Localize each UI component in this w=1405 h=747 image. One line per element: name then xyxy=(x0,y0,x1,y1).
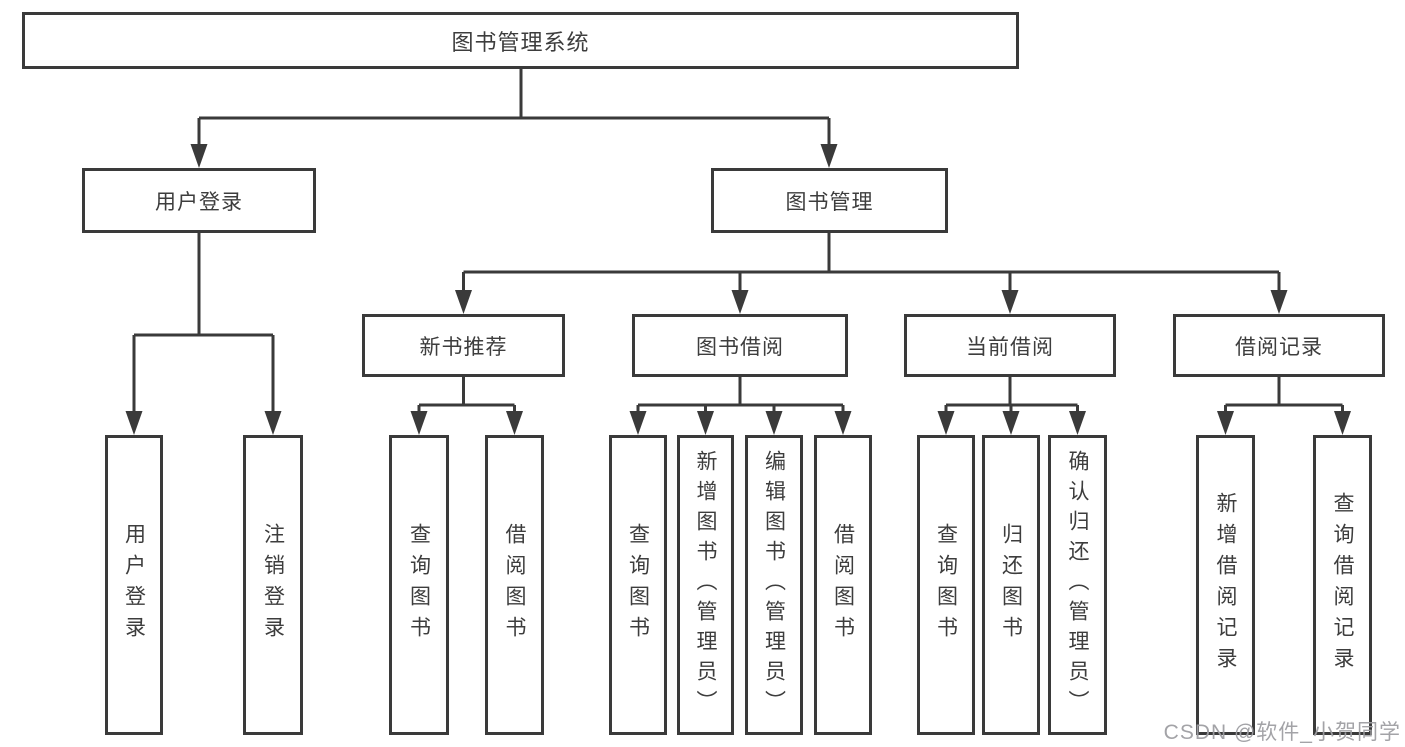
node-root-system: 图书管理系统 xyxy=(22,12,1019,69)
leaf-query-borrow-record-label: 查询借阅记录 xyxy=(1331,492,1354,678)
leaf-query-borrow-record: 查询借阅记录 xyxy=(1313,435,1372,735)
node-user-login: 用户登录 xyxy=(82,168,316,233)
leaf-logout-label: 注销登录 xyxy=(261,523,285,647)
node-new-book-recommend-label: 新书推荐 xyxy=(419,335,508,359)
leaf-logout: 注销登录 xyxy=(243,435,303,735)
leaf-user-login-label: 用户登录 xyxy=(122,523,146,647)
leaf-borrow-books-recommend: 借阅图书 xyxy=(485,435,544,735)
leaf-query-books-borrowing: 查询图书 xyxy=(609,435,667,735)
leaf-edit-books-admin: 编辑图书（管理员） xyxy=(745,435,803,735)
leaf-borrow-books: 借阅图书 xyxy=(814,435,872,735)
node-borrowing-records: 借阅记录 xyxy=(1173,314,1385,377)
node-new-book-recommend: 新书推荐 xyxy=(362,314,565,377)
arrowheads xyxy=(125,144,1351,435)
leaf-borrow-books-label: 借阅图书 xyxy=(831,523,855,647)
leaf-query-books-recommend-label: 查询图书 xyxy=(407,523,431,647)
node-root-system-label: 图书管理系统 xyxy=(451,29,590,55)
leaf-return-books-label: 归还图书 xyxy=(999,523,1023,647)
node-borrowing-records-label: 借阅记录 xyxy=(1235,335,1323,359)
leaf-add-borrow-record-label: 新增借阅记录 xyxy=(1214,492,1237,678)
leaf-add-borrow-record: 新增借阅记录 xyxy=(1196,435,1255,735)
csdn-watermark: CSDN @软件_小贺同学 xyxy=(1163,721,1401,744)
leaf-add-books-admin: 新增图书（管理员） xyxy=(677,435,734,735)
leaf-borrow-books-recommend-label: 借阅图书 xyxy=(503,523,526,647)
leaf-query-books-borrowing-label: 查询图书 xyxy=(626,523,650,647)
node-current-borrowing-label: 当前借阅 xyxy=(966,335,1054,359)
leaf-query-books-current: 查询图书 xyxy=(917,435,975,735)
leaf-return-books: 归还图书 xyxy=(982,435,1040,735)
node-book-management: 图书管理 xyxy=(711,168,948,233)
node-book-management-label: 图书管理 xyxy=(785,190,874,214)
node-current-borrowing: 当前借阅 xyxy=(904,314,1116,377)
leaf-confirm-return-admin: 确认归还（管理员） xyxy=(1048,435,1107,735)
node-book-borrowing-label: 图书借阅 xyxy=(696,335,784,359)
leaf-query-books-recommend: 查询图书 xyxy=(389,435,449,735)
leaf-add-books-admin-label: 新增图书（管理员） xyxy=(694,450,717,720)
node-book-borrowing: 图书借阅 xyxy=(632,314,848,377)
leaf-confirm-return-admin-label: 确认归还（管理员） xyxy=(1066,450,1089,720)
leaf-user-login: 用户登录 xyxy=(105,435,163,735)
leaf-query-books-current-label: 查询图书 xyxy=(934,523,958,647)
node-user-login-label: 用户登录 xyxy=(155,190,243,214)
leaf-edit-books-admin-label: 编辑图书（管理员） xyxy=(762,450,786,720)
